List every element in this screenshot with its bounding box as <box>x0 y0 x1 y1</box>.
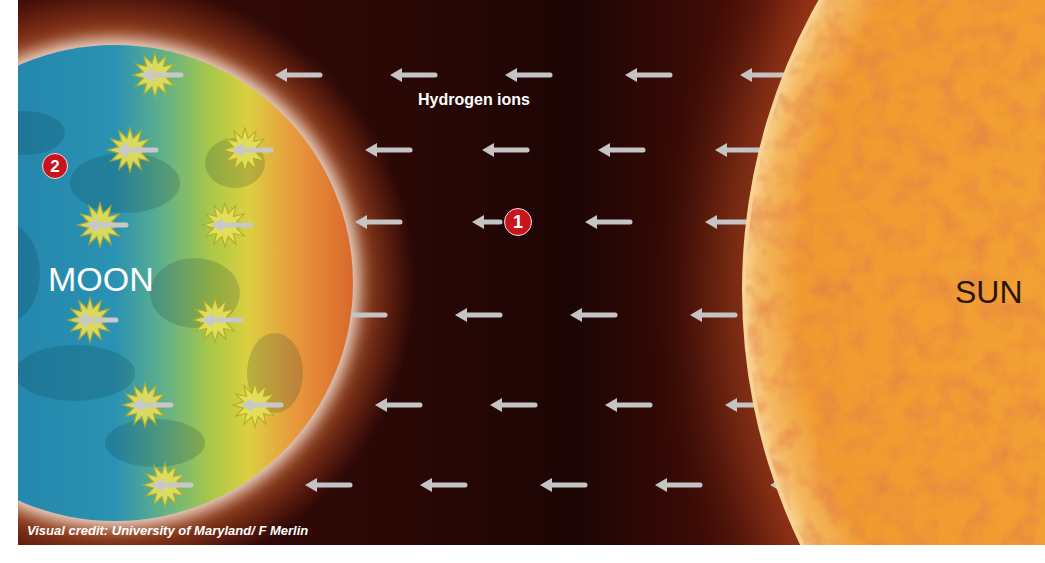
ion-arrow <box>655 478 700 492</box>
ion-arrow <box>570 308 615 322</box>
sun-shape <box>740 0 1045 545</box>
moon-label: MOON <box>48 262 154 296</box>
ion-arrow <box>540 478 585 492</box>
ion-arrow <box>365 143 410 157</box>
ion-label: Hydrogen ions <box>418 92 530 108</box>
ion-arrow <box>420 478 465 492</box>
ion-arrow <box>690 308 735 322</box>
ion-arrows <box>275 68 815 492</box>
ion-arrow <box>585 215 630 229</box>
impact-burst <box>203 203 251 247</box>
ion-arrow <box>490 398 535 412</box>
ion-arrow <box>355 215 400 229</box>
picture-frame: MOON SUN Hydrogen ions 1 2Visual credit: Uni… <box>0 0 1045 545</box>
impact-burst <box>143 463 191 507</box>
ion-arrow <box>305 478 350 492</box>
ion-arrow <box>598 143 643 157</box>
impact-burst <box>78 203 126 247</box>
impact-burst <box>223 128 271 172</box>
text-layer: MOON SUN Hydrogen ions 1 2Visual credit: Uni… <box>0 0 1045 545</box>
ion-arrow <box>275 68 320 82</box>
impact-burst <box>133 53 181 97</box>
ion-arrow <box>715 143 760 157</box>
ion-arrow <box>705 215 750 229</box>
impact-burst <box>68 298 116 342</box>
ion-arrow <box>455 308 500 322</box>
ion-arrow <box>482 143 527 157</box>
impact-burst <box>233 383 281 427</box>
ion-arrow <box>375 398 420 412</box>
credit-note: Visual credit: University of Maryland/ F… <box>27 524 308 537</box>
callout-number: 2 <box>42 153 68 179</box>
sun-body: SUN <box>740 0 1045 545</box>
sun-label: SUN <box>955 276 1023 308</box>
impact-burst <box>108 128 156 172</box>
ion-arrow <box>625 68 670 82</box>
impact-burst <box>123 383 171 427</box>
impact-burst <box>193 298 241 342</box>
ion-arrow <box>740 68 785 82</box>
callout-number: 1 <box>504 208 532 236</box>
moon-body: MOON <box>0 43 355 523</box>
ion-arrow <box>605 398 650 412</box>
ion-arrow <box>390 68 435 82</box>
ion-arrow <box>505 68 550 82</box>
ion-arrow <box>472 215 500 229</box>
